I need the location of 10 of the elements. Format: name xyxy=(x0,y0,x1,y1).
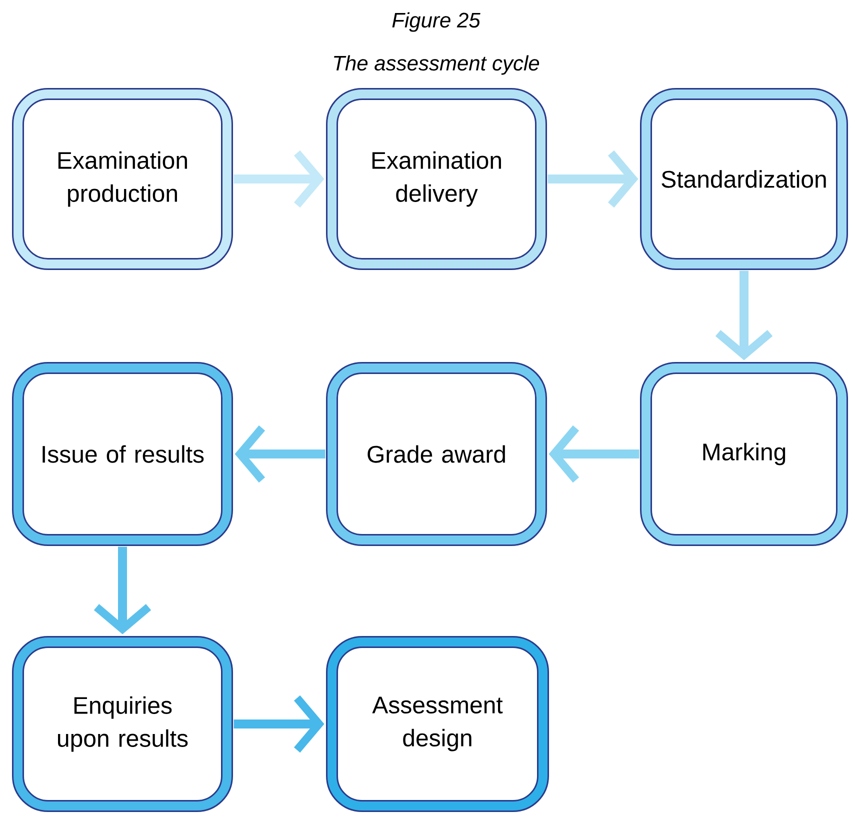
process-box: Grade award xyxy=(326,362,547,546)
process-box: Examination delivery xyxy=(326,88,547,270)
process-box: Marking xyxy=(640,362,848,546)
process-box: Standardization xyxy=(640,88,848,270)
process-box: Issue of results xyxy=(12,362,233,546)
figure-caption: The assessment cycle xyxy=(334,55,540,75)
process-box: Enquiries upon results xyxy=(12,636,233,812)
figure-title: Figure 25 xyxy=(392,12,480,32)
process-box: Examination production xyxy=(12,88,233,270)
process-box: Assessment design xyxy=(326,636,549,812)
